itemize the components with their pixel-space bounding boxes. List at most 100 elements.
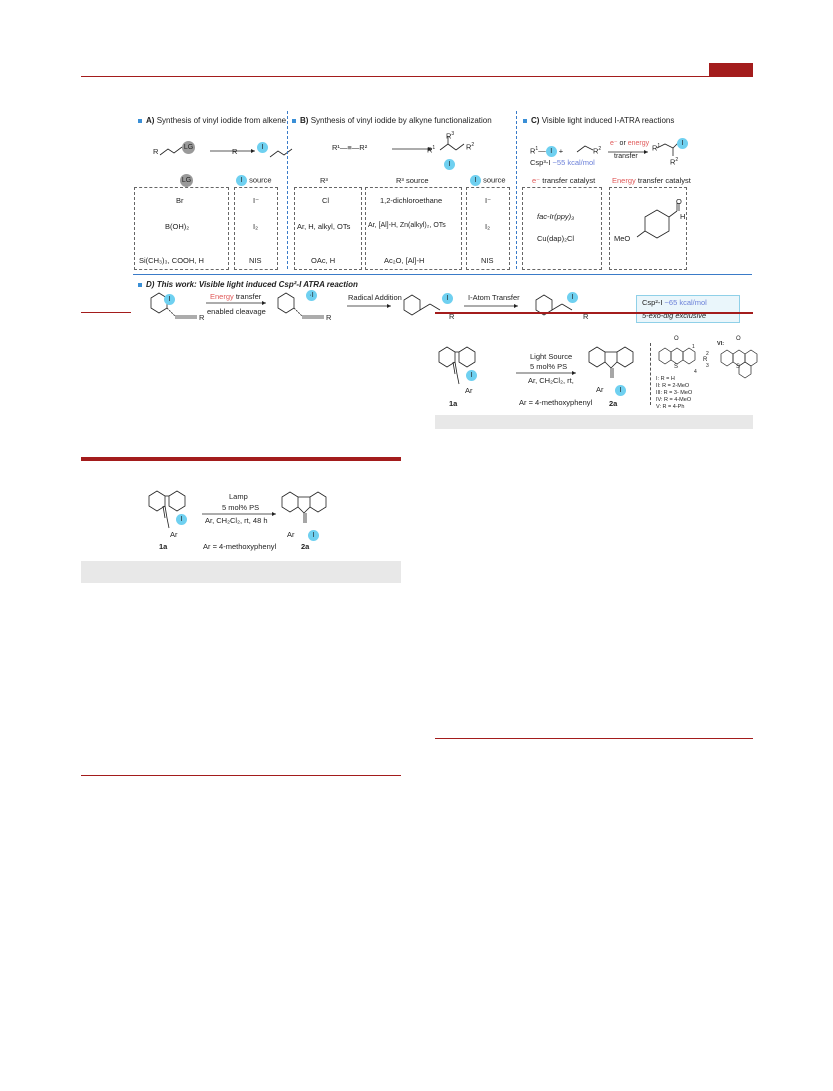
d-vinyl-radical: [403, 294, 441, 316]
c-arrow: [608, 150, 648, 154]
d-summary-box: [636, 295, 740, 323]
right-cond-top: Light Source: [530, 352, 573, 361]
d-step3: I-Atom Transfer: [468, 293, 520, 302]
tx-o: O: [674, 336, 679, 342]
left-cond-bot: Ar, CH₂Cl₂, rt, 48 h: [205, 516, 268, 525]
d-sub-r: R: [199, 313, 205, 322]
left-1a-iodine: I: [176, 511, 187, 529]
header-rule: [81, 76, 753, 77]
r3-box: [294, 187, 362, 270]
c-arrow-bottom: transfer: [614, 153, 638, 160]
left-table-header-bar: [81, 561, 401, 583]
i-row-a-0: I⁻: [253, 196, 260, 205]
lg-row-1: B(OH)₂: [165, 222, 190, 231]
ps-vi-label: VI:: [717, 341, 725, 347]
right-ps-divider: [650, 343, 651, 405]
section-a-heading: A) Synthesis of vinyl iodide from alkene: [138, 116, 286, 125]
d-box-line1: Csp²-I ~65 kcal/mol: [642, 298, 707, 307]
right-cond-bot: Ar, CH₂Cl₂, rt,: [528, 376, 574, 385]
alkyne-arrow: [392, 147, 432, 151]
right-product-2a: [588, 346, 634, 378]
ps-list-3: IV: R = 4-MeO: [656, 397, 692, 403]
ps-list-2: III: R = 3- MeO: [656, 390, 693, 396]
r3src-row-1: Ar, [Al]-H, Zn(alkyl)₂, OTs: [368, 222, 446, 229]
ps-list-0: I: R = H: [656, 376, 675, 382]
section-b-heading: B) Synthesis of vinyl iodide by alkyne f…: [292, 116, 492, 125]
left-2a-ar: Ar: [287, 530, 295, 539]
d-product: [535, 294, 573, 316]
c-bde: Csp³-I ~55 kcal/mol: [530, 158, 595, 167]
d-rad-r: R: [326, 313, 332, 322]
right-arrow: [516, 371, 576, 375]
benzothioxanthone-structure: [720, 349, 758, 379]
c-prod-r2: R2: [670, 157, 679, 167]
ps-list-4: V: R = 4-Ph: [656, 404, 685, 410]
iodine-ball-a: I: [257, 139, 268, 157]
energy-catalyst-box: [609, 187, 687, 270]
energy-catalyst-header: Energy transfer catalyst: [612, 176, 691, 185]
left-1a-ar: Ar: [170, 530, 178, 539]
left-ar-def: Ar = 4-methoxyphenyl: [203, 542, 277, 551]
right-2a-ar: Ar: [596, 385, 604, 394]
left-cond-mid: 5 mol% PS: [222, 503, 260, 512]
vi-s: S: [736, 364, 741, 370]
tx-pos-4: 4: [694, 369, 697, 375]
i-row-a-2: NIS: [249, 256, 262, 265]
r3-source-box: [365, 187, 462, 270]
e-cat-row-1: Cu(dap)₂Cl: [537, 234, 575, 243]
right-label-1a: 1a: [449, 399, 458, 408]
left-2a-iodine: I: [308, 527, 319, 545]
right-2a-iodine: I: [615, 382, 626, 400]
i-source-header-b: I source: [470, 175, 506, 186]
c-prod-r1: R1: [652, 143, 661, 153]
iodine-ball-d3: I: [442, 290, 453, 308]
vinyl-product-b: [439, 136, 465, 151]
r3-source-header: R³ source: [396, 176, 429, 185]
d-step2-arrow: [347, 304, 391, 308]
right-ar-def: Ar = 4-methoxyphenyl: [519, 398, 593, 407]
divider-ab: [287, 111, 288, 269]
lg-box: [134, 187, 229, 270]
aldehyde-o: O: [676, 197, 682, 206]
i-row-b-0: I⁻: [485, 196, 492, 205]
right-substrate-1a: [438, 346, 476, 385]
tx-pos-2: 2: [706, 351, 709, 357]
d-step1-bottom: enabled cleavage: [207, 307, 266, 316]
left-product-2a: [281, 491, 327, 523]
r3-row-0: Cl: [322, 196, 330, 205]
left-table-bottom-rule: [81, 775, 401, 776]
iodine-ball-d1: I: [164, 291, 175, 309]
left-substrate-1a: [148, 490, 186, 529]
right-1a-iodine: I: [466, 367, 477, 385]
i-row-b-1: I₂: [485, 222, 490, 231]
b-r3: R3: [446, 131, 455, 141]
tx-pos-1: 1: [692, 344, 695, 350]
bullet-icon: [292, 118, 296, 123]
d-step1-top: Energy transfer: [210, 292, 262, 301]
iodine-ball-c: I: [677, 135, 688, 153]
right-1a-ar: Ar: [465, 386, 473, 395]
meo-label: MeO: [614, 234, 631, 243]
lg-row-0: Br: [176, 196, 184, 205]
r3-row-2: OAc, H: [311, 256, 336, 265]
e-catalyst-header: e⁻ transfer catalyst: [532, 176, 596, 185]
r3src-row-0: 1,2-dichloroethane: [380, 196, 443, 205]
bullet-icon: [138, 282, 142, 287]
tx-pos-3: 3: [706, 363, 709, 369]
i-row-b-2: NIS: [481, 256, 494, 265]
i-source-box-a: [234, 187, 278, 270]
e-cat-row-0: fac-Ir(ppy)₃: [537, 212, 575, 221]
alkene-reaction-scheme: [159, 146, 293, 158]
e-catalyst-box: [522, 187, 602, 270]
iodine-icon: I: [236, 175, 247, 186]
leaving-group-ball: LG: [182, 139, 195, 157]
right-label-2a: 2a: [609, 399, 618, 408]
ps-list-1: II: R = 2-MeO: [656, 383, 690, 389]
c-reactants: R1—I +: [530, 146, 564, 158]
alkyne-reactant: R¹—≡—R²: [332, 143, 368, 152]
d-prod-r: R: [583, 312, 589, 321]
lg-header: LG: [180, 172, 193, 190]
d-substrate: [150, 292, 197, 319]
d-vr-r: R: [449, 312, 455, 321]
divider-bc: [516, 111, 517, 269]
